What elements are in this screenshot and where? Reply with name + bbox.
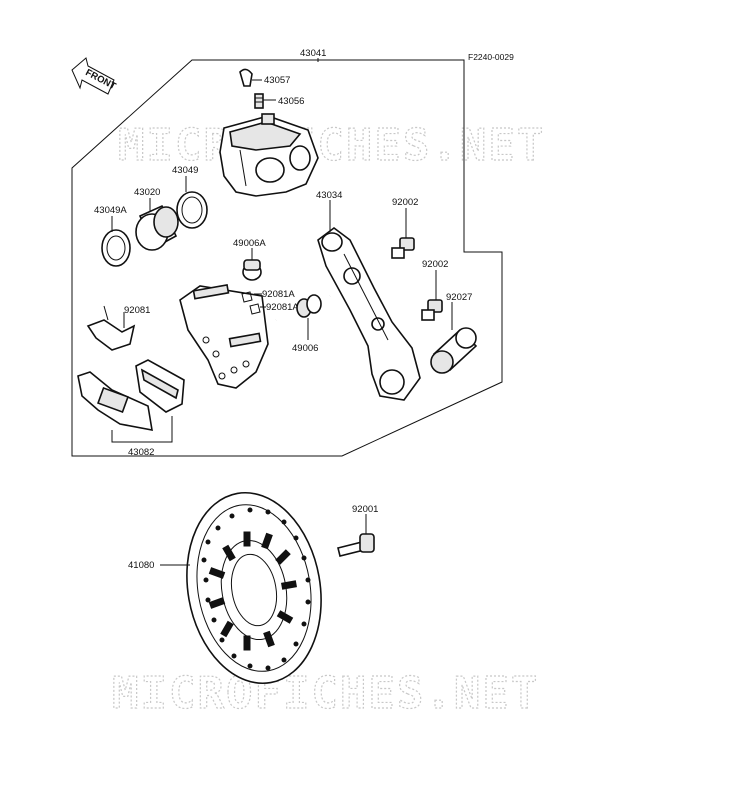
label-43049A: 43049A xyxy=(94,205,127,216)
clip-92081A-upper xyxy=(241,291,253,303)
label-92001: 92001 xyxy=(352,504,378,515)
label-43057: 43057 xyxy=(264,75,290,86)
brake-pad-right xyxy=(135,359,185,413)
label-92081: 92081 xyxy=(124,305,150,316)
label-43049: 43049 xyxy=(172,165,198,176)
label-49006A: 49006A xyxy=(233,238,266,249)
torque-link-43034 xyxy=(317,227,421,401)
figure-code: F2240-0029 xyxy=(468,52,514,62)
front-arrow-icon: FRONT xyxy=(71,57,118,95)
bolt-92002-upper xyxy=(391,237,415,259)
brake-pad-left xyxy=(77,371,153,431)
slide-pin-49006 xyxy=(275,294,331,322)
dust-seal-43049A xyxy=(101,229,131,267)
piston-43020 xyxy=(135,204,179,251)
label-92002-a: 92002 xyxy=(392,197,418,208)
clip-92081A-lower xyxy=(249,303,261,315)
label-92027: 92027 xyxy=(446,292,472,303)
brake-disc-41080 xyxy=(186,491,322,685)
label-43041: 43041 xyxy=(300,48,326,59)
assembly-outline xyxy=(71,59,503,457)
caliper-bracket xyxy=(179,284,269,389)
label-92081A-2: 92081A xyxy=(266,302,299,313)
label-43034: 43034 xyxy=(316,190,342,201)
label-43056: 43056 xyxy=(278,96,304,107)
collar-92027 xyxy=(430,327,478,374)
label-92081A-1: 92081A xyxy=(262,289,295,300)
bleeder-cap xyxy=(239,68,253,87)
watermark-top: MICROFICHES.NET xyxy=(118,120,545,171)
watermark-bottom: MICROFICHES.NET xyxy=(112,668,539,719)
label-92002-b: 92002 xyxy=(422,259,448,270)
disc-bolt-92001 xyxy=(337,533,375,557)
label-49006: 49006 xyxy=(292,343,318,354)
label-41080: 41080 xyxy=(128,560,154,571)
label-43082: 43082 xyxy=(128,447,154,458)
bleeder-valve xyxy=(254,93,264,109)
front-label: FRONT xyxy=(84,67,118,92)
label-43020: 43020 xyxy=(134,187,160,198)
spring-92081 xyxy=(86,305,136,351)
bolt-92002-lower xyxy=(421,299,443,321)
boot-49006A xyxy=(242,259,262,281)
caliper-body xyxy=(219,113,319,197)
